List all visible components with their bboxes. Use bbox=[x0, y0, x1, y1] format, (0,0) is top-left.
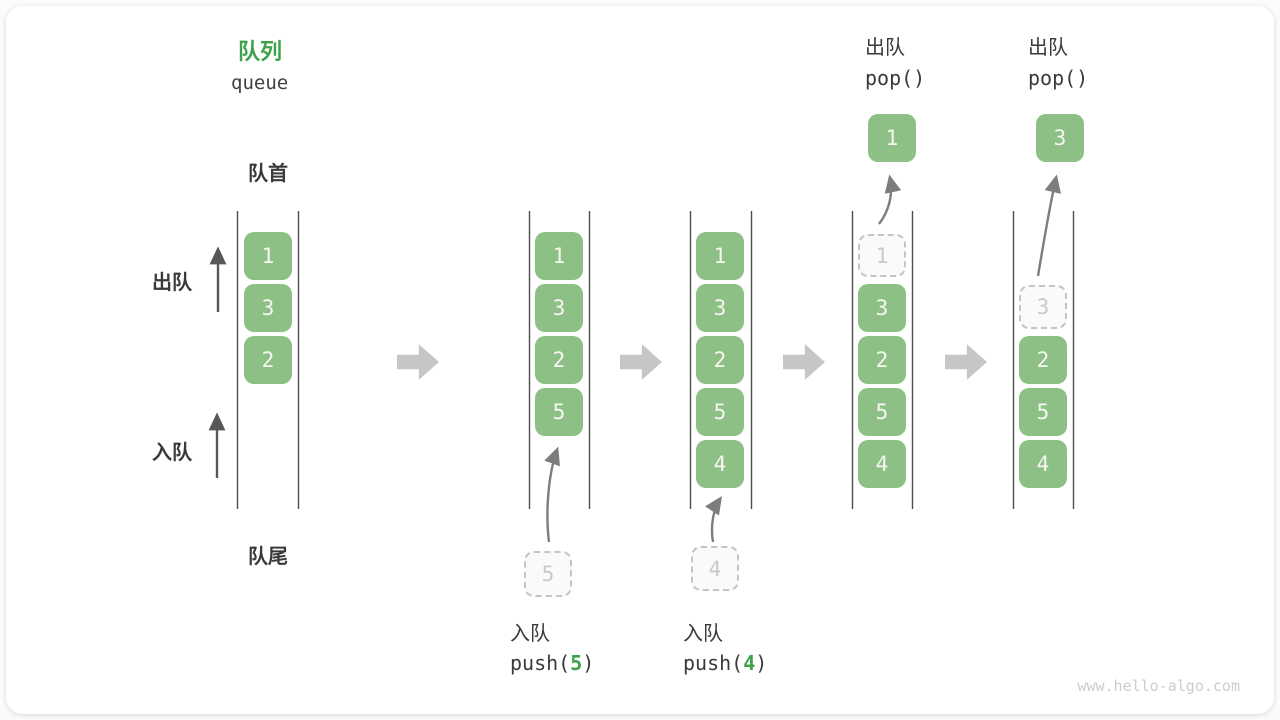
queue-item: 5 bbox=[1019, 388, 1067, 436]
queue-item: 5 bbox=[858, 388, 906, 436]
queue-item: 2 bbox=[535, 336, 583, 384]
incoming-item-ghost: 4 bbox=[691, 546, 739, 591]
queue-item: 4 bbox=[696, 440, 744, 488]
label-queue-rear: 队尾 bbox=[248, 544, 288, 568]
queue-item: 2 bbox=[1019, 336, 1067, 384]
queue-item: 4 bbox=[858, 440, 906, 488]
page-title: 队列 bbox=[238, 40, 283, 65]
queue-item: 4 bbox=[1019, 440, 1067, 488]
code-text: push( bbox=[510, 651, 571, 675]
code-arg: 4 bbox=[743, 651, 756, 675]
dequeue-caption-label: 出队 bbox=[865, 35, 905, 59]
queue-item: 3 bbox=[858, 284, 906, 332]
label-enqueue-side: 入队 bbox=[152, 440, 192, 464]
enqueue-caption-code: push(5) bbox=[510, 651, 594, 675]
code-arg: 5 bbox=[570, 651, 583, 675]
queue-item: 2 bbox=[858, 336, 906, 384]
enqueue-caption-code: push(4) bbox=[683, 651, 767, 675]
dequeue-caption-code: pop() bbox=[865, 66, 926, 90]
queue-item: 1 bbox=[535, 232, 583, 280]
queue-item: 5 bbox=[535, 388, 583, 436]
code-text: ) bbox=[755, 651, 768, 675]
label-queue-front: 队首 bbox=[248, 161, 288, 185]
code-text: push( bbox=[683, 651, 744, 675]
queue-item: 1 bbox=[244, 232, 292, 280]
code-text: ) bbox=[582, 651, 595, 675]
queue-item: 1 bbox=[696, 232, 744, 280]
popped-item-ghost: 3 bbox=[1019, 285, 1067, 329]
queue-item: 5 bbox=[696, 388, 744, 436]
queue-item: 3 bbox=[244, 284, 292, 332]
enqueue-caption-label: 入队 bbox=[510, 621, 550, 645]
label-dequeue-side: 出队 bbox=[152, 270, 192, 294]
queue-item: 3 bbox=[696, 284, 744, 332]
queue-item: 2 bbox=[696, 336, 744, 384]
watermark: www.hello-algo.com bbox=[1077, 677, 1240, 695]
dequeue-caption-label: 出队 bbox=[1028, 35, 1068, 59]
page-subtitle: queue bbox=[231, 72, 289, 94]
incoming-item-ghost: 5 bbox=[524, 551, 572, 597]
outgoing-item: 3 bbox=[1036, 114, 1084, 162]
queue-item: 2 bbox=[244, 336, 292, 384]
enqueue-caption-label: 入队 bbox=[683, 621, 723, 645]
outgoing-item: 1 bbox=[868, 114, 916, 162]
queue-item: 3 bbox=[535, 284, 583, 332]
popped-item-ghost: 1 bbox=[858, 234, 906, 277]
dequeue-caption-code: pop() bbox=[1028, 66, 1089, 90]
